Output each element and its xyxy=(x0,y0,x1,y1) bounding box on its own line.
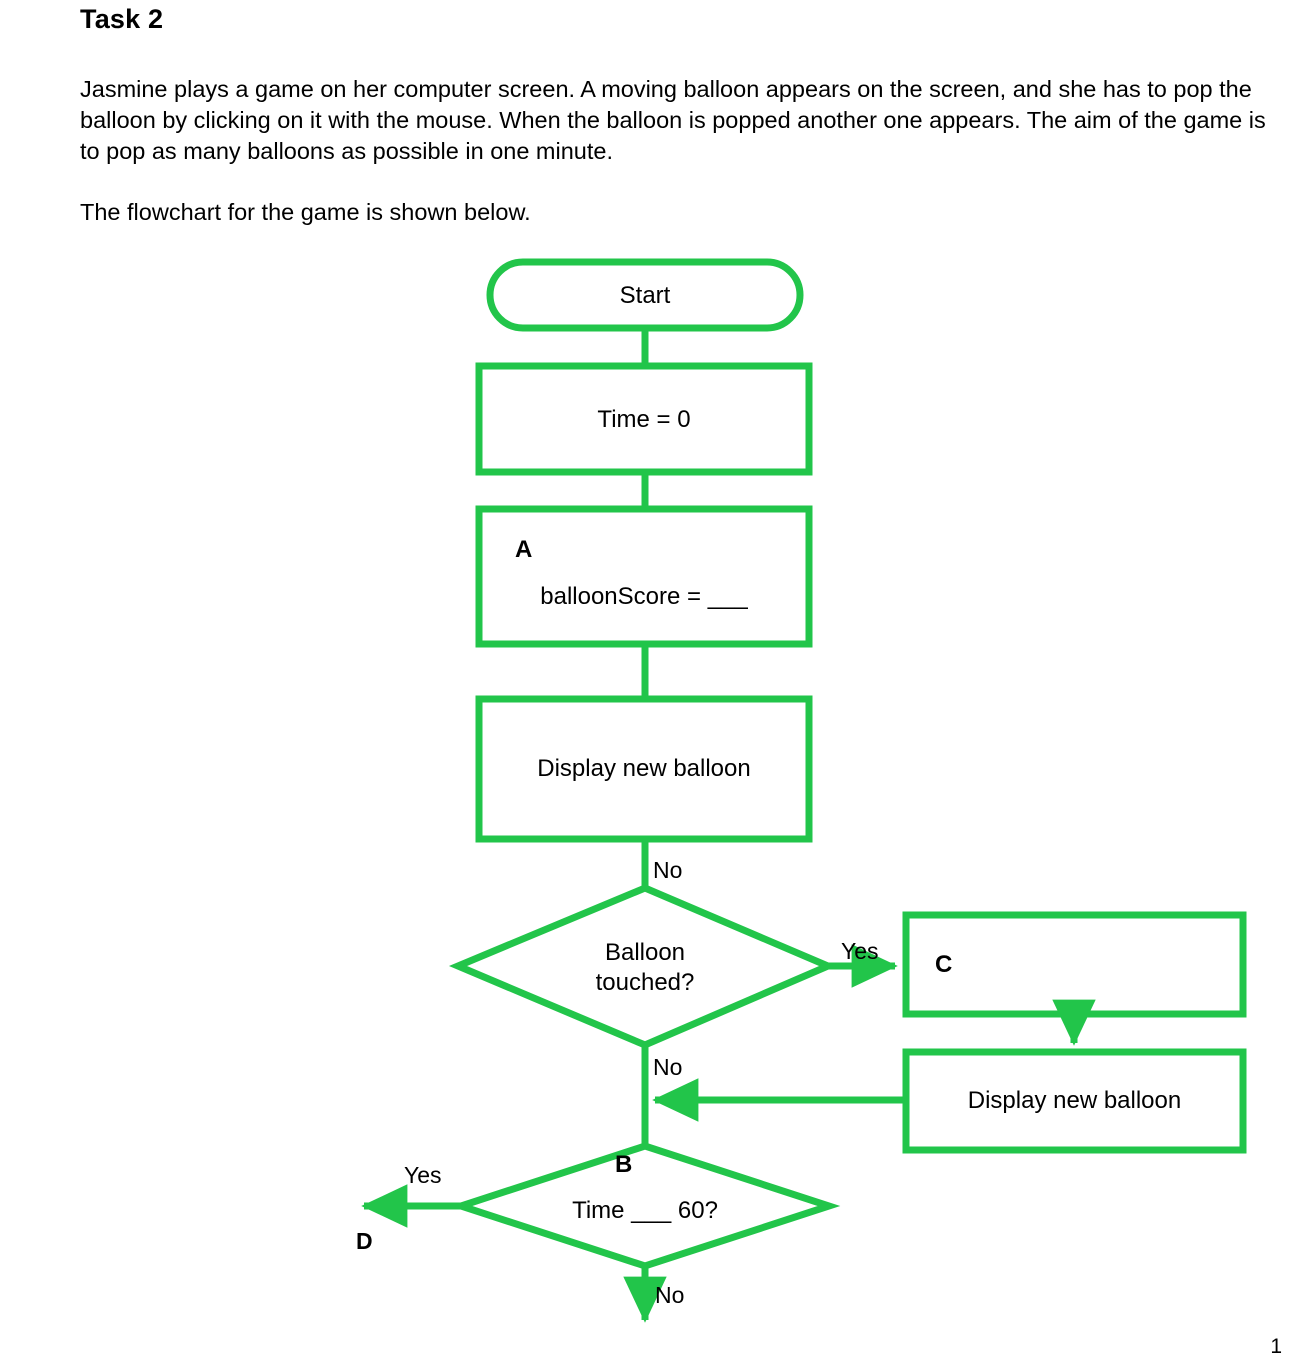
edge-label-yes-to-c: Yes xyxy=(841,938,879,964)
edge-label-no-above-decision: No xyxy=(653,857,683,883)
intro-paragraph: Jasmine plays a game on her computer scr… xyxy=(80,76,1266,164)
page-title: Task 2 xyxy=(80,4,164,34)
edge-label-no-below-decision: No xyxy=(653,1054,683,1080)
node-display-balloon-2-label: Display new balloon xyxy=(967,1087,1182,1114)
page-number: 1 xyxy=(1270,1335,1282,1358)
node-balloon-score-shape xyxy=(475,505,813,648)
node-balloon-score-label: balloonScore = ___ xyxy=(540,583,748,610)
node-time-check-label: Time ___ 60? xyxy=(572,1197,718,1224)
node-display-balloon-1-label: Display new balloon xyxy=(537,755,751,782)
node-marker-c: C xyxy=(935,951,953,978)
node-time-init-label: Time = 0 xyxy=(597,406,691,433)
flowchart-caption: The flowchart for the game is shown belo… xyxy=(80,199,531,225)
node-marker-b: B xyxy=(615,1151,633,1178)
edge-label-no-bottom: No xyxy=(655,1282,685,1308)
node-balloon-touched-label: Balloon touched? xyxy=(595,939,695,996)
edge-label-yes-to-d: Yes xyxy=(404,1162,442,1188)
node-start-label: Start xyxy=(619,282,671,309)
node-marker-a: A xyxy=(515,536,533,563)
edge-label-d-marker: D xyxy=(356,1228,373,1254)
